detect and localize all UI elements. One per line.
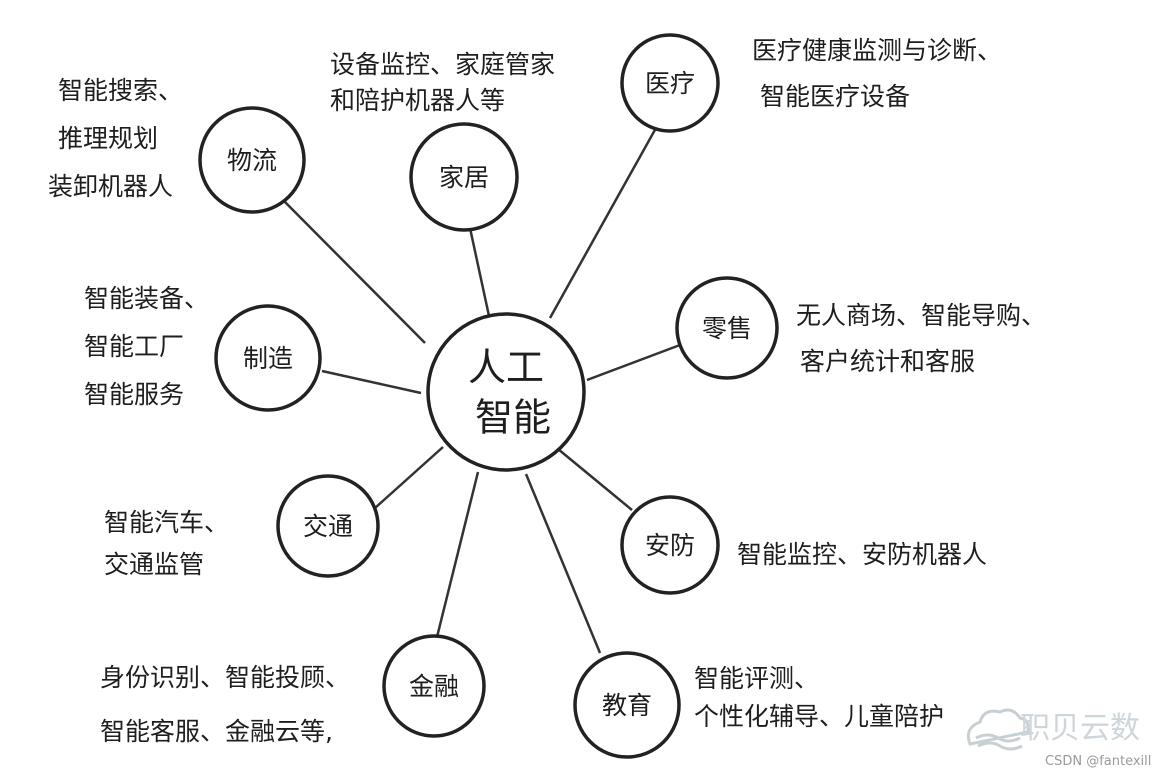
node-wuliu: 物流 <box>198 106 306 214</box>
connector-jiaotong <box>374 446 444 509</box>
cloud-logo-icon <box>966 708 1030 751</box>
watermark-credit: CSDN @fantexill <box>1045 754 1151 769</box>
node-jiaju: 家居 <box>409 122 519 232</box>
node-circle-jiaju <box>409 122 519 232</box>
connector-anfang <box>557 448 633 511</box>
desc-jiaotong-line-1: 智能汽车、 <box>104 508 229 537</box>
node-jiaoyu: 教育 <box>573 651 681 759</box>
desc-zhizao-line-3: 智能服务 <box>84 380 184 409</box>
node-circle-wuliu <box>198 106 306 214</box>
node-circle-jinrong <box>382 634 486 738</box>
connector-yiliao <box>548 127 658 319</box>
node-label-jiaoyu: 教育 <box>602 691 652 720</box>
desc-yiliao-line-1: 医疗健康监测与诊断、 <box>752 36 1002 65</box>
node-jiaotong: 交通 <box>276 474 380 578</box>
desc-jiaoyu-line-1: 智能评测、 <box>694 664 819 693</box>
node-circle-anfang <box>620 495 720 595</box>
desc-wuliu-line-3: 装卸机器人 <box>48 172 173 201</box>
node-label-anfang: 安防 <box>645 531 695 560</box>
node-zhizao: 制造 <box>214 304 322 412</box>
watermark: 职贝云数 CSDN @fantexill <box>966 708 1151 769</box>
desc-lingshou-line-2: 客户统计和客服 <box>800 347 975 376</box>
center-label-line1: 人工 <box>468 346 544 390</box>
connector-wuliu <box>282 199 426 344</box>
connectors <box>282 127 681 654</box>
center-circle <box>426 312 586 472</box>
node-label-wuliu: 物流 <box>227 146 277 175</box>
node-circle-lingshou <box>675 276 779 380</box>
node-circle-yiliao <box>620 33 720 133</box>
center-node: 人工 智能 <box>426 312 586 472</box>
desc-jiaoyu-line-2: 个性化辅导、儿童陪护 <box>694 702 944 731</box>
node-label-yiliao: 医疗 <box>645 69 695 98</box>
node-anfang: 安防 <box>620 495 720 595</box>
node-label-jinrong: 金融 <box>409 672 459 701</box>
connector-zhizao <box>321 369 422 395</box>
desc-lingshou-line-1: 无人商场、智能导购、 <box>796 301 1046 330</box>
watermark-brand: 职贝云数 <box>1020 711 1140 746</box>
node-circle-zhizao <box>214 304 322 412</box>
desc-jiaju-line-2: 和陪护机器人等 <box>330 86 505 115</box>
node-jinrong: 金融 <box>382 634 486 738</box>
desc-wuliu-line-2: 推理规划 <box>58 124 158 153</box>
desc-jinrong-line-1: 身份识别、智能投顾、 <box>100 663 350 692</box>
desc-jinrong-line-2: 智能客服、金融云等, <box>100 717 333 746</box>
node-circle-jiaotong <box>276 474 380 578</box>
connector-jinrong <box>435 471 480 638</box>
desc-zhizao-line-1: 智能装备、 <box>84 284 209 313</box>
desc-jiaotong-line-2: 交通监管 <box>104 550 204 579</box>
desc-jiaju-line-1: 设备监控、家庭管家 <box>330 50 555 79</box>
desc-anfang-line-1: 智能监控、安防机器人 <box>737 540 987 569</box>
node-label-zhizao: 制造 <box>243 344 293 373</box>
node-lingshou: 零售 <box>675 276 779 380</box>
connector-jiaoyu <box>524 473 602 654</box>
center-label-line2: 智能 <box>475 396 551 440</box>
connector-lingshou <box>586 343 681 382</box>
connector-jiaju <box>468 227 491 317</box>
node-yiliao: 医疗 <box>620 33 720 133</box>
desc-yiliao-line-2: 智能医疗设备 <box>760 82 910 111</box>
desc-wuliu-line-1: 智能搜索、 <box>58 76 183 105</box>
node-circle-jiaoyu <box>573 651 681 759</box>
node-label-jiaotong: 交通 <box>303 512 353 541</box>
node-label-lingshou: 零售 <box>702 314 752 343</box>
desc-zhizao-line-2: 智能工厂 <box>84 332 184 361</box>
node-label-jiaju: 家居 <box>439 163 489 192</box>
